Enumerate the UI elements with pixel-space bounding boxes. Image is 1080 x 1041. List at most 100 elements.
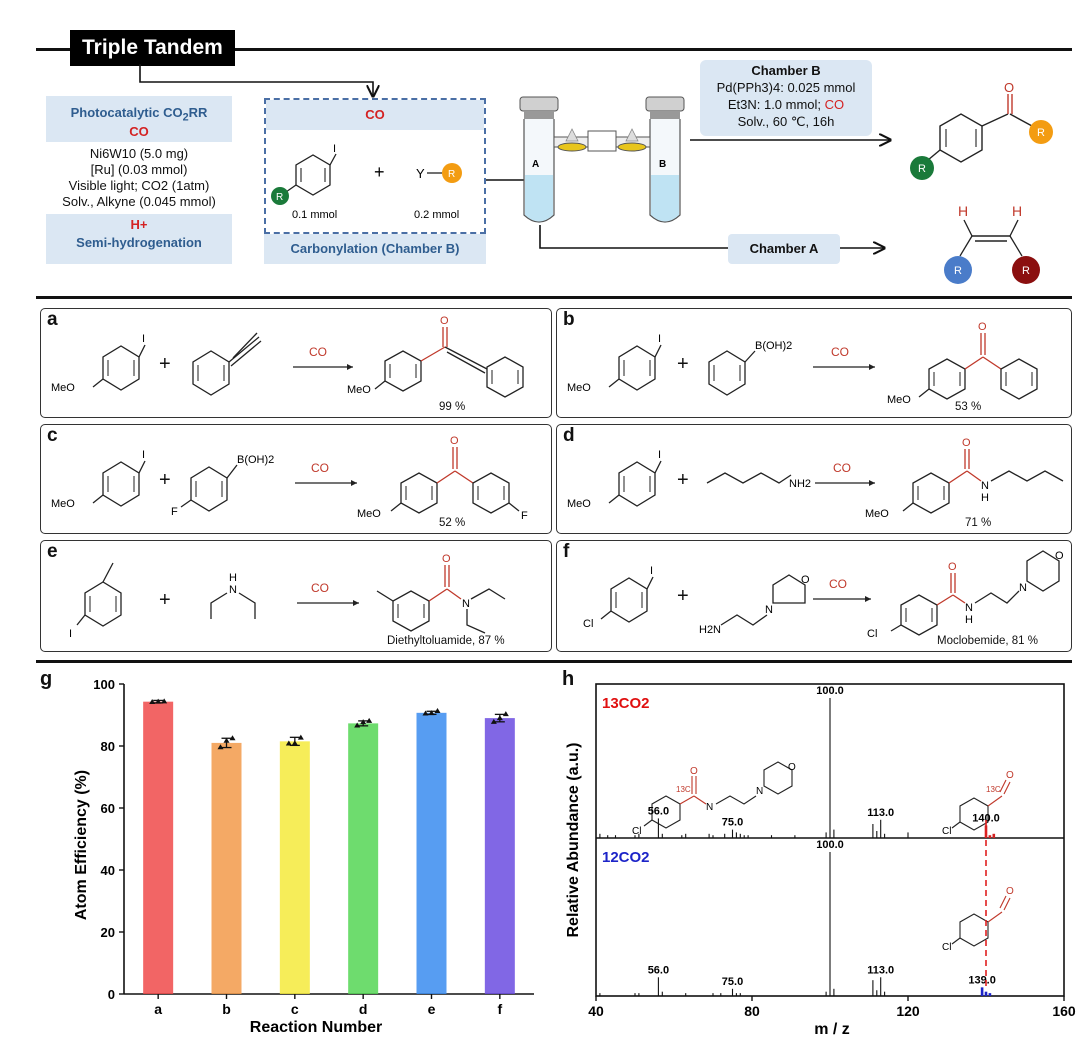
alkene-r2: R (1022, 265, 1030, 277)
r-orange-icon (442, 163, 462, 183)
g-datapoint (229, 735, 236, 741)
atom-efficiency-chart: Atom Efficiency (%) Reaction Number 0204… (73, 677, 534, 1036)
f-prod-n2: N (1019, 582, 1027, 594)
f-prod-n: N (965, 602, 973, 614)
g-datapoint (428, 710, 435, 716)
ketone-o: O (1004, 80, 1014, 95)
chamber-b-line2: Et3N: 1.0 mmol; CO (727, 97, 845, 112)
g-datapoint (366, 717, 373, 723)
amount-2: 0.2 mmol (414, 209, 459, 221)
r-blue-icon (944, 256, 972, 284)
g-datapoint (502, 711, 509, 717)
d-nh2: NH2 (789, 478, 811, 490)
a-meo: MeO (51, 382, 75, 394)
h-inset-13c-1: 13C (676, 785, 691, 794)
panel-d-label: d (563, 425, 575, 446)
h-xtick-label: 120 (896, 1003, 920, 1019)
g-xtick-label: b (222, 1001, 231, 1017)
c-prod-meo: MeO (357, 508, 381, 520)
panel-b-yield: 53 % (955, 401, 982, 413)
b-prod-meo: MeO (887, 394, 911, 406)
panel-f-label: f (563, 541, 570, 562)
panel-a-co: CO (309, 345, 327, 359)
panel-c: c I MeO B(OH)2 F MeO O F CO + 52 % (40, 424, 552, 534)
panel-a: a I MeO MeO O CO + 99 % (40, 308, 552, 418)
h-frag1-cl: Cl (942, 826, 951, 837)
g-bar (211, 742, 242, 994)
c-prod-o: O (450, 435, 459, 447)
ketone-product: O R R (910, 80, 1053, 180)
h-frag1-o: O (1006, 770, 1014, 781)
g-datapoint (496, 715, 503, 721)
panel-f-co: CO (829, 577, 847, 591)
photocatalytic-box: Photocatalytic CO2RR CO Ni6W10 (5.0 mg) … (46, 96, 232, 264)
h-inset-o1: O (690, 766, 698, 777)
condition-4: Solv., Alkyne (0.045 mmol) (62, 193, 216, 209)
f-prod-h: H (965, 614, 973, 626)
tube-label-a: A (532, 159, 539, 170)
h-series-name: 12CO2 (602, 849, 650, 866)
panel-b-co: CO (831, 345, 849, 359)
condition-1: Ni6W10 (5.0 mg) (89, 145, 189, 161)
c-meo: MeO (51, 498, 75, 510)
a-prod-o: O (440, 315, 449, 327)
h-peak-label: 100.0 (816, 685, 844, 697)
h-xtick-label: 80 (744, 1003, 760, 1019)
semi-hydrogenation-label: Semi-hydrogenation (76, 234, 202, 250)
alkene-r1: R (954, 265, 962, 277)
panel-b: b I MeO B(OH)2 MeO O CO + 53 % (556, 308, 1072, 418)
h-frag2-cl: Cl (942, 942, 951, 953)
h-inset-fragment-12c: Cl O (942, 886, 1014, 953)
g-datapoint (161, 698, 168, 704)
g-ylabel: Atom Efficiency (%) (73, 770, 90, 920)
panel-d-plus: + (677, 469, 689, 491)
g-xtick-label: a (154, 1001, 162, 1017)
g-xlabel: Reaction Number (250, 1019, 382, 1036)
g-datapoint (223, 737, 230, 743)
panel-e-yield: Diethyltoluamide, 87 % (387, 635, 505, 647)
panel-c-plus: + (159, 469, 171, 491)
h-plus-label: H+ (130, 216, 148, 232)
g-bar (143, 701, 174, 994)
g-xtick-label: c (291, 1001, 299, 1017)
panel-e-co: CO (311, 581, 329, 595)
d-prod-h: H (981, 492, 989, 504)
e-n: N (229, 584, 237, 596)
g-xtick-label: f (497, 1001, 502, 1017)
panel-e: e I H N O N CO + Diethyltoluamide, 87 % (40, 540, 552, 652)
g-datapoint (354, 722, 361, 728)
panel-c-label: c (47, 425, 58, 446)
panel-a-label: a (47, 309, 58, 330)
h-xlabel: m / z (814, 1021, 850, 1038)
y-label: Y (416, 166, 425, 181)
g-datapoint (490, 718, 497, 724)
g-bar (348, 723, 379, 994)
panel-e-label: e (47, 541, 58, 562)
h-inset-cl1: Cl (632, 826, 641, 837)
h-peak-label: 113.0 (867, 807, 894, 819)
g-datapoint (422, 710, 429, 716)
carbonylation-co: CO (266, 100, 484, 130)
e-prod-n: N (462, 598, 470, 610)
h-series-name: 13CO2 (602, 695, 650, 712)
h-peak-label: 140.0 (972, 812, 1000, 824)
g-bar (416, 712, 447, 994)
h-peak-label: 139.0 (968, 974, 996, 986)
h-inset-n1: N (706, 802, 713, 813)
photocatalytic-title: Photocatalytic CO2RR (70, 105, 208, 124)
amount-1: 0.1 mmol (292, 209, 337, 221)
d-meo: MeO (567, 498, 591, 510)
ketone-r1: R (918, 163, 926, 175)
iodo-label: I (333, 143, 336, 155)
c-boh2: B(OH)2 (237, 454, 274, 466)
panel-a-scheme: I MeO MeO O (51, 315, 524, 398)
conditions-block: Ni6W10 (5.0 mg) [Ru] (0.03 mmol) Visible… (46, 141, 232, 214)
panel-f-plus: + (677, 585, 689, 607)
g-datapoint (155, 698, 162, 704)
ketone-r2: R (1037, 127, 1045, 139)
g-datapoint (434, 707, 441, 713)
panel-b-scheme: I MeO B(OH)2 MeO O (567, 321, 1038, 406)
g-datapoint (149, 698, 156, 704)
a-i: I (142, 333, 145, 345)
panel-e-scheme: I H N O N (69, 553, 506, 640)
